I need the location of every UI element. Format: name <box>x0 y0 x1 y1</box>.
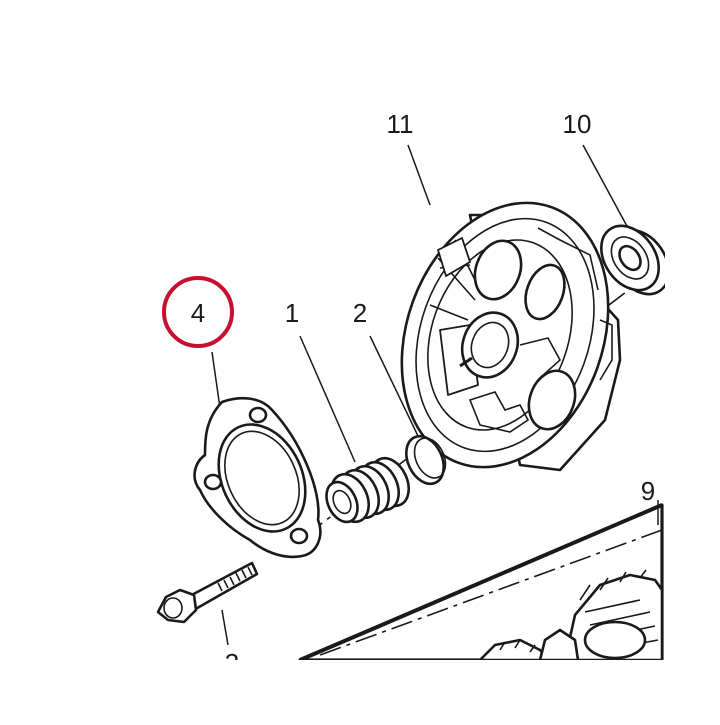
callout-11: 11 <box>387 109 414 139</box>
callout-2: 2 <box>353 298 367 328</box>
part-4-plate <box>193 396 322 559</box>
part-11-hub <box>400 201 622 472</box>
callout-4: 4 <box>191 298 205 328</box>
plate-hole-left <box>203 473 223 491</box>
part-10-bearing <box>600 224 665 296</box>
part-9-gear-detail <box>478 569 664 660</box>
callout-9: 9 <box>641 476 655 506</box>
callout-10: 10 <box>563 109 592 139</box>
highlight-circle <box>162 276 234 348</box>
part-1-spring <box>325 456 410 524</box>
leader-lines <box>211 144 659 646</box>
frame-bottom-mask <box>0 660 720 720</box>
plate-hole-bottom <box>289 527 309 545</box>
part-2-ring <box>405 434 447 486</box>
callout-1: 1 <box>285 298 299 328</box>
part-9-assembly <box>298 503 664 660</box>
part-3-bolt <box>156 561 259 624</box>
plate-hole-top <box>248 406 268 424</box>
lower-shaft-axis <box>319 529 663 656</box>
